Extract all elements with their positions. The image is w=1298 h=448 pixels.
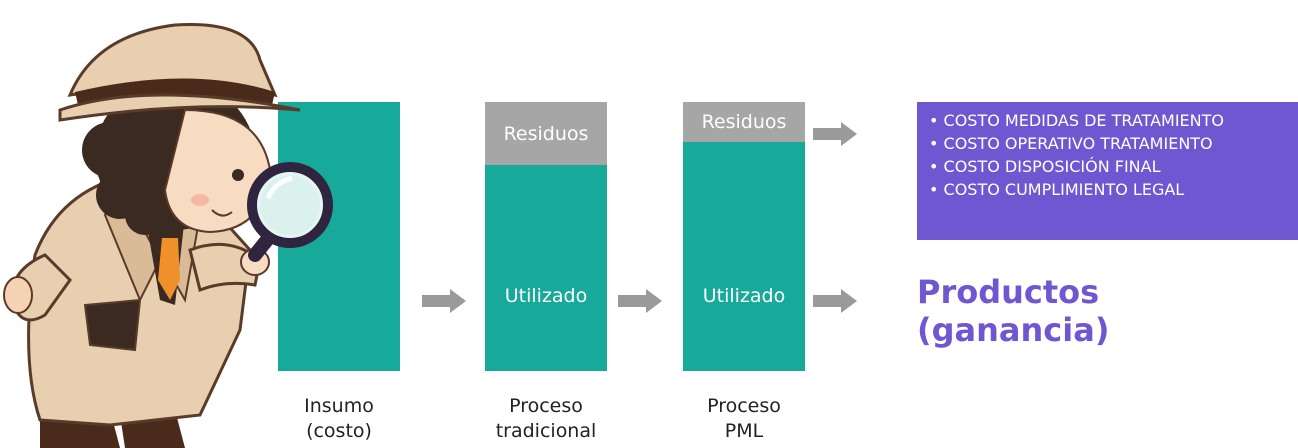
pml-used-label: Utilizado (702, 285, 786, 307)
pml-caption: Proceso PML (683, 394, 805, 444)
tradicional-used-block: Utilizado (485, 165, 607, 371)
insumo-caption-line2: (costo) (306, 420, 372, 442)
products-label: Productos (ganancia) (917, 273, 1109, 349)
cost-item: • COSTO CUMPLIMIENTO LEGAL (929, 180, 1185, 199)
pml-caption-line2: PML (724, 420, 764, 442)
pml-waste-block: Residuos (683, 102, 805, 142)
arrow-icon-3 (813, 289, 857, 313)
detective-illustration (3, 22, 333, 448)
pml-column: Residuos Utilizado (683, 102, 805, 371)
cost-list-box: • COSTO MEDIDAS DE TRATAMIENTO • COSTO O… (917, 102, 1298, 240)
cost-item: • COSTO OPERATIVO TRATAMIENTO (929, 134, 1213, 153)
cost-item: • COSTO DISPOSICIÓN FINAL (929, 157, 1161, 176)
tradicional-caption-line1: Proceso (509, 395, 583, 417)
arrow-icon-1 (422, 289, 466, 313)
cost-item: • COSTO MEDIDAS DE TRATAMIENTO (929, 111, 1224, 130)
pml-waste-label: Residuos (701, 111, 787, 133)
arrow-icon-2 (618, 289, 662, 313)
arrow-icon-4 (813, 122, 857, 146)
pml-caption-line1: Proceso (707, 395, 781, 417)
tradicional-used-label: Utilizado (504, 285, 588, 307)
tradicional-waste-label: Residuos (503, 122, 589, 145)
insumo-caption: Insumo (costo) (278, 394, 400, 444)
tradicional-waste-block: Residuos (485, 102, 607, 165)
products-line2: (ganancia) (917, 311, 1110, 349)
products-line1: Productos (917, 273, 1100, 311)
tradicional-caption-line2: tradicional (495, 420, 597, 442)
tradicional-caption: Proceso tradicional (475, 394, 617, 444)
pml-used-block: Utilizado (683, 142, 805, 371)
insumo-caption-line1: Insumo (304, 395, 374, 417)
tradicional-column: Residuos Utilizado (485, 102, 607, 371)
